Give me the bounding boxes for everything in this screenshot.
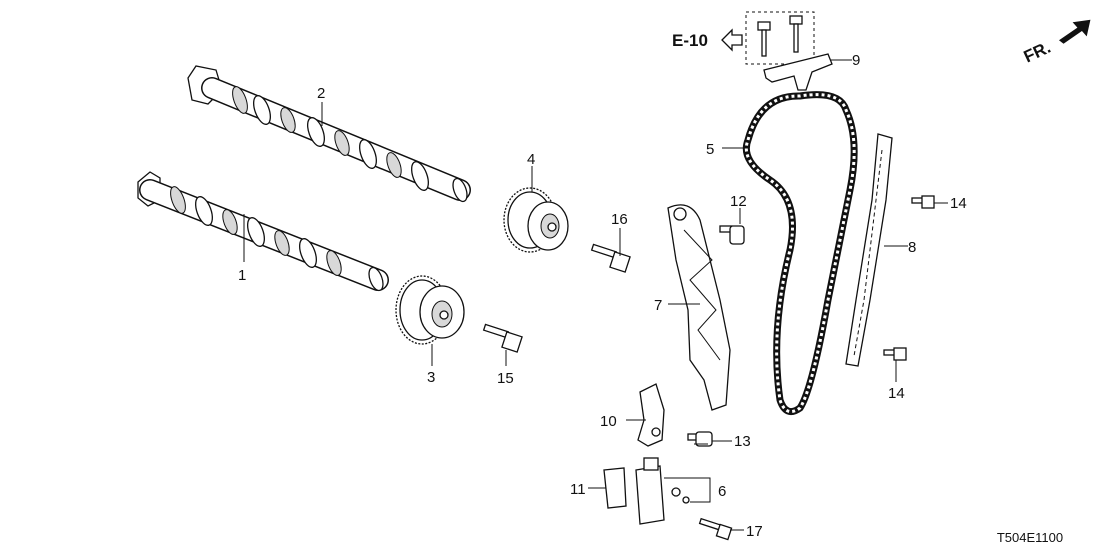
- callout-14-lower: 14: [888, 385, 905, 402]
- callout-5: 5: [706, 141, 714, 158]
- bolt-16[interactable]: [590, 243, 631, 273]
- diagram-code: T504E1100: [997, 530, 1063, 545]
- vtc-actuator-upper[interactable]: [503, 187, 569, 253]
- reference-dashed-box: [745, 11, 815, 65]
- tensioner-gasket[interactable]: [603, 467, 627, 509]
- front-indicator: FR.: [1021, 19, 1091, 67]
- callout-13: 13: [734, 433, 751, 450]
- bolt-12[interactable]: [719, 225, 745, 245]
- callout-4: 4: [527, 151, 535, 168]
- bolt-icon: [757, 21, 771, 57]
- camshaft-lower[interactable]: [137, 171, 389, 292]
- callout-3: 3: [427, 369, 435, 386]
- callout-11: 11: [570, 481, 586, 498]
- callout-16: 16: [611, 211, 628, 228]
- front-label: FR.: [1021, 38, 1054, 67]
- callout-6: 6: [718, 483, 726, 500]
- callout-12: 12: [730, 193, 747, 210]
- callout-7: 7: [654, 297, 662, 314]
- callout-17: 17: [746, 523, 763, 540]
- callout-15: 15: [497, 370, 514, 387]
- tensioner-arm[interactable]: [637, 383, 665, 447]
- callout-9: 9: [852, 52, 860, 69]
- leader-lines: [243, 59, 948, 531]
- reference-arrow-icon: [721, 28, 743, 52]
- bolt-14-lower[interactable]: [883, 347, 907, 361]
- callout-14-upper: 14: [950, 195, 967, 212]
- front-arrow-icon: [1059, 19, 1091, 44]
- reference-label: E-10: [672, 31, 708, 50]
- bolt-13[interactable]: [687, 431, 713, 447]
- chain-tensioner-arm[interactable]: [667, 204, 731, 411]
- bolt-14-upper[interactable]: [911, 195, 935, 209]
- vtc-actuator-lower[interactable]: [395, 275, 465, 345]
- callout-1: 1: [238, 267, 246, 284]
- callout-8: 8: [908, 239, 916, 256]
- camshaft-upper[interactable]: [187, 65, 471, 203]
- callout-labels: 1 2 3 4 5 6 7 8 9 10 11 12 13 14 14 15 1…: [238, 52, 967, 540]
- bolt-15[interactable]: [482, 323, 523, 353]
- chain-guide[interactable]: [845, 133, 893, 367]
- cam-chain[interactable]: [742, 91, 858, 416]
- reference-e10[interactable]: E-10: [672, 11, 815, 65]
- bolt-icon: [789, 15, 803, 53]
- callout-2: 2: [317, 85, 325, 102]
- upper-chain-guide[interactable]: [763, 53, 833, 91]
- bolt-17[interactable]: [698, 517, 733, 541]
- chain-tensioner[interactable]: [635, 457, 690, 525]
- callout-10: 10: [600, 413, 617, 430]
